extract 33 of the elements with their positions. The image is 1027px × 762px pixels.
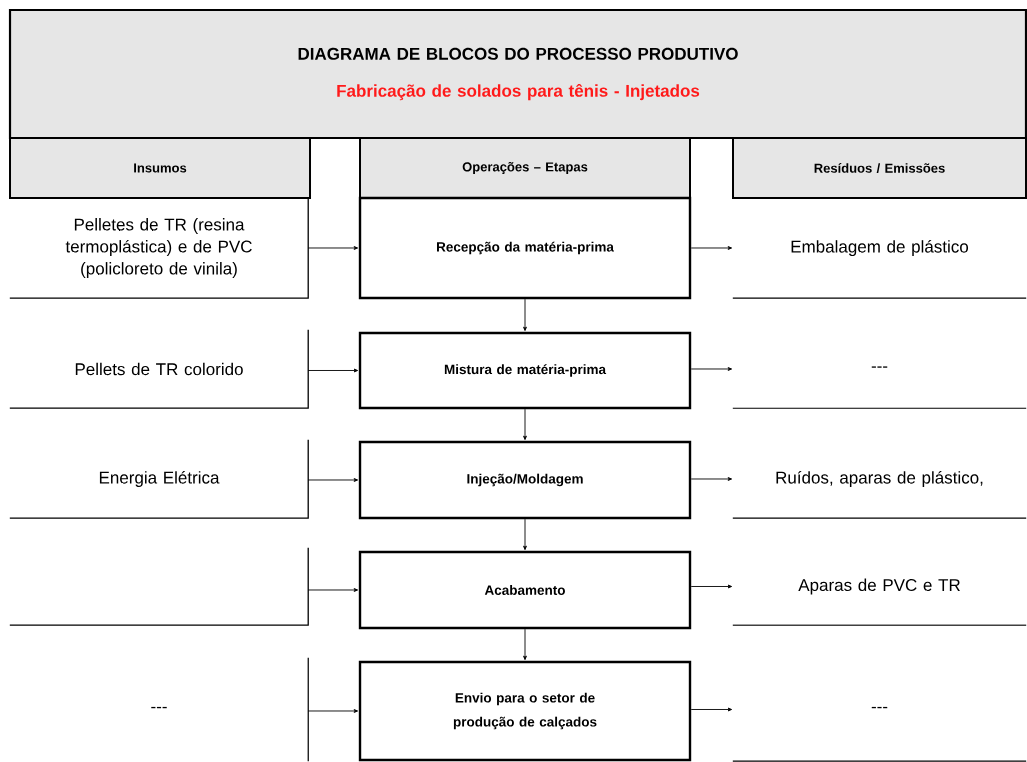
process-box: Acabamento xyxy=(358,550,692,630)
arrow xyxy=(523,298,527,332)
arrow xyxy=(690,246,733,250)
column-header: Resíduos / Emissões xyxy=(732,137,1027,199)
input-cell: Energia Elétrica xyxy=(9,439,309,519)
column-header: Operações – Etapas xyxy=(359,137,691,199)
process-box: Injeção/Moldagem xyxy=(358,440,692,520)
arrow xyxy=(690,477,733,481)
arrow xyxy=(307,709,359,713)
output-cell: Embalagem de plástico xyxy=(732,240,1027,299)
output-cell: Aparas de PVC e TR xyxy=(732,578,1027,626)
input-cell: --- xyxy=(151,657,309,762)
input-cell: Pellets de TR colorido xyxy=(9,329,309,409)
arrow xyxy=(690,367,733,371)
input-cell xyxy=(9,547,309,626)
arrow xyxy=(690,584,733,589)
process-box: Recepção da matéria-prima xyxy=(358,196,692,300)
arrow xyxy=(690,707,733,712)
input-cell: Pelletes de TR (resina termoplástica) e de PVC (policloreto de vinila) xyxy=(9,197,309,299)
process-box: Envio para o setor de produção de calçados xyxy=(358,660,692,762)
arrow xyxy=(523,408,527,441)
arrow xyxy=(307,478,359,482)
output-cell: --- xyxy=(732,706,1027,762)
process-box: Mistura de matéria-prima xyxy=(358,331,692,410)
output-cell: Ruídos, aparas de plástico, xyxy=(732,471,1027,519)
arrow xyxy=(523,518,527,551)
node-label: Resíduos / Emissões xyxy=(814,163,945,173)
arrow xyxy=(307,246,359,250)
output-cell: --- xyxy=(732,366,1027,409)
column-header: Insumos xyxy=(9,137,311,199)
arrow xyxy=(523,628,527,661)
arrow xyxy=(307,588,359,592)
arrow xyxy=(307,368,359,373)
